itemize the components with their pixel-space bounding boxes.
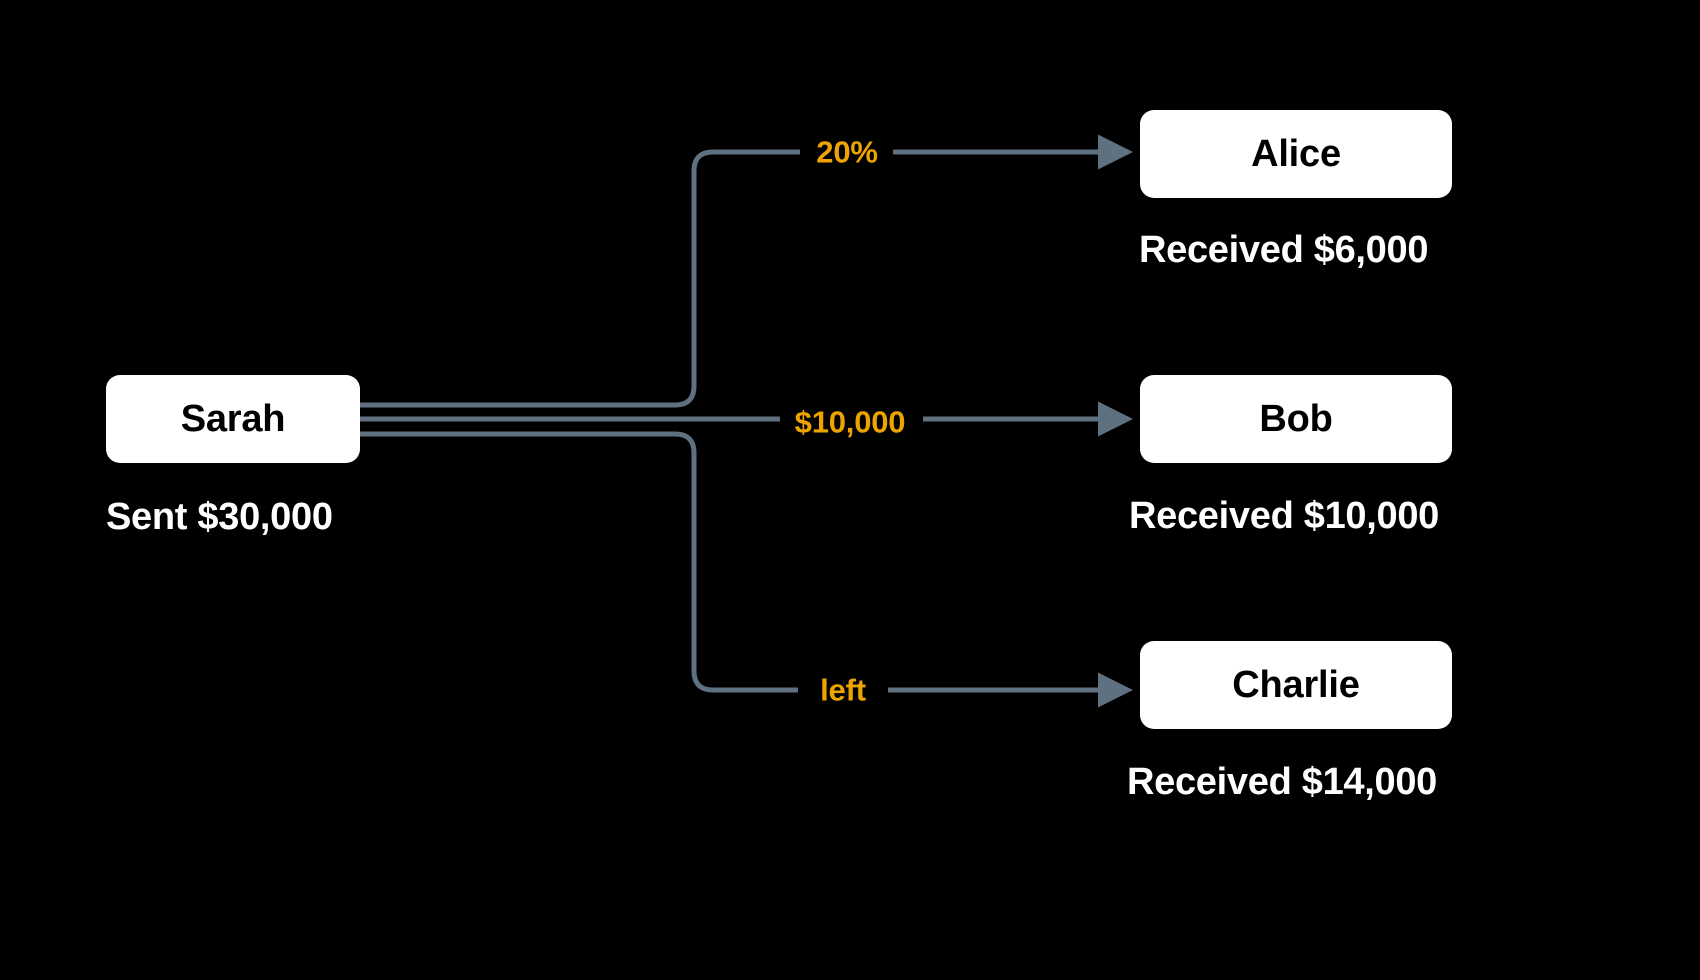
- node-sarah[interactable]: Sarah: [106, 375, 360, 463]
- node-alice[interactable]: Alice: [1140, 110, 1452, 198]
- node-sarah-label: Sarah: [180, 398, 286, 440]
- node-bob[interactable]: Bob: [1140, 375, 1452, 463]
- edge-label-sarah-bob: $10,000: [794, 404, 906, 440]
- node-bob-sublabel: Received $10,000: [1129, 495, 1439, 537]
- node-charlie[interactable]: Charlie: [1140, 641, 1452, 729]
- node-sarah-sublabel: Sent $30,000: [106, 496, 333, 538]
- node-bob-label: Bob: [1259, 398, 1333, 440]
- edge-label-sarah-alice: 20%: [816, 134, 878, 170]
- edge-sarah-alice: [360, 149, 800, 408]
- edge-label-sarah-charlie: left: [820, 672, 866, 708]
- edge-sarah-charlie: [360, 431, 798, 693]
- node-charlie-label: Charlie: [1232, 664, 1360, 706]
- node-alice-sublabel: Received $6,000: [1139, 229, 1429, 271]
- node-alice-label: Alice: [1251, 133, 1341, 175]
- node-charlie-sublabel: Received $14,000: [1127, 761, 1437, 803]
